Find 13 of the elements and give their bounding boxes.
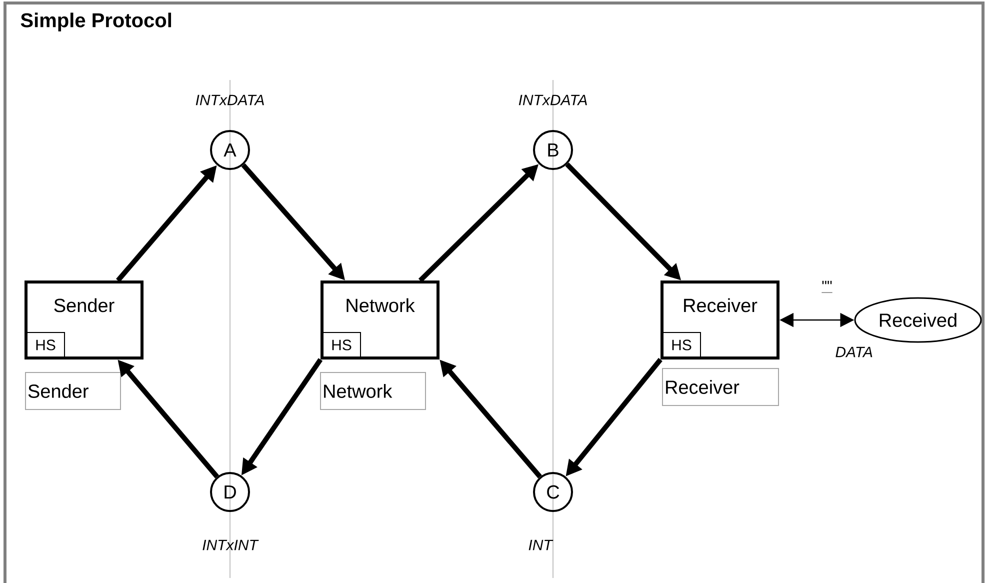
hs-tag: HS — [662, 332, 701, 358]
type-label: INTxINT — [202, 540, 259, 550]
subpage-label-box: Network — [320, 372, 426, 410]
type-label: INTxDATA — [196, 94, 264, 106]
title: Simple Protocol — [20, 12, 172, 32]
hs-tag: HS — [26, 332, 66, 358]
hs-tag: HS — [322, 332, 361, 358]
type-label: INT — [528, 540, 554, 550]
type-label: INTxDATA — [518, 94, 587, 106]
subpage-label-box: Sender — [25, 372, 121, 410]
subpage-label-box: Receiver — [662, 368, 779, 406]
type-label: DATA — [836, 346, 872, 358]
initial-marking: "" — [821, 280, 833, 293]
